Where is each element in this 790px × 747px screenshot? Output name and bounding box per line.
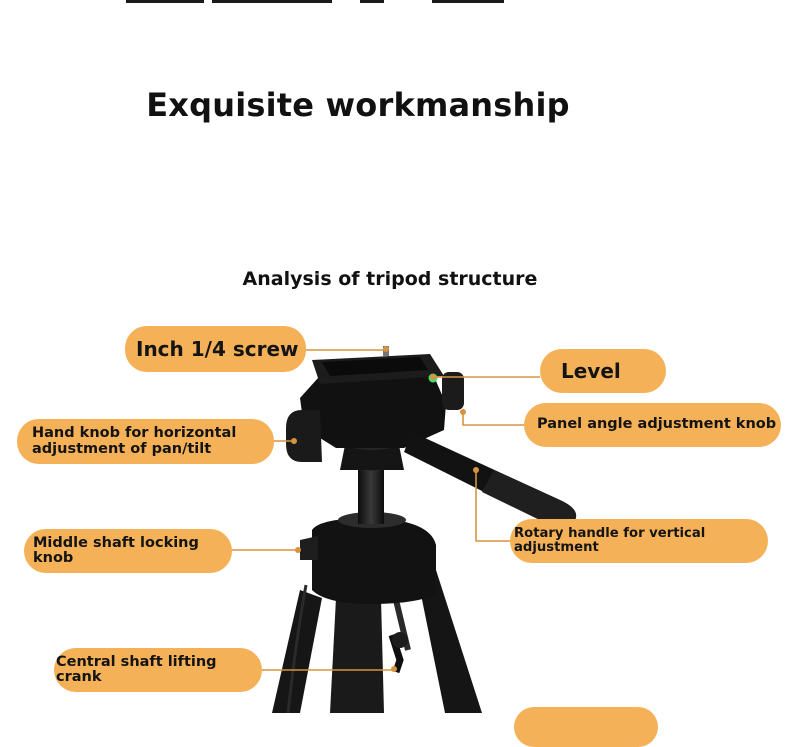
tripod-illustration (272, 346, 577, 713)
tripod-diagram (232, 346, 577, 713)
callout-panel-angle-knob: Panel angle adjustment knob (524, 403, 781, 447)
middle-shaft-knob (300, 536, 318, 560)
callout-central-shaft-crank: Central shaft lifting crank (54, 648, 262, 692)
callout-label: Rotary handle for vertical adjustment (514, 526, 706, 555)
callout-label: Middle shaft locking knob (33, 534, 199, 566)
callout-inch-screw: Inch 1/4 screw (125, 326, 306, 372)
leg-hub (312, 518, 436, 604)
top-image-remnant (0, 0, 790, 4)
callout-rotary-handle: Rotary handle for vertical adjustment (510, 519, 768, 563)
callout-pan-tilt-knob: Hand knob for horizontal adjustment of p… (17, 419, 274, 464)
callout-bottom-partial (514, 707, 658, 747)
callout-middle-shaft-knob: Middle shaft locking knob (24, 529, 232, 573)
leader-lines (232, 346, 540, 672)
callout-label: Inch 1/4 screw (136, 336, 299, 361)
center-column (358, 462, 384, 524)
callout-label: Hand knob for horizontal adjustment of p… (32, 425, 237, 457)
tripod-leg-right (414, 560, 482, 713)
panel-knob (442, 372, 464, 410)
pan-tilt-knob (286, 410, 322, 462)
section-subtitle: Analysis of tripod structure (242, 268, 538, 290)
callout-label: Central shaft lifting crank (56, 653, 217, 685)
callout-label: Panel angle adjustment knob (537, 416, 777, 433)
callout-level: Level (540, 349, 666, 393)
page-title: Exquisite workmanship (146, 86, 570, 124)
callout-label: Level (561, 358, 621, 383)
pan-head-body (300, 372, 446, 448)
